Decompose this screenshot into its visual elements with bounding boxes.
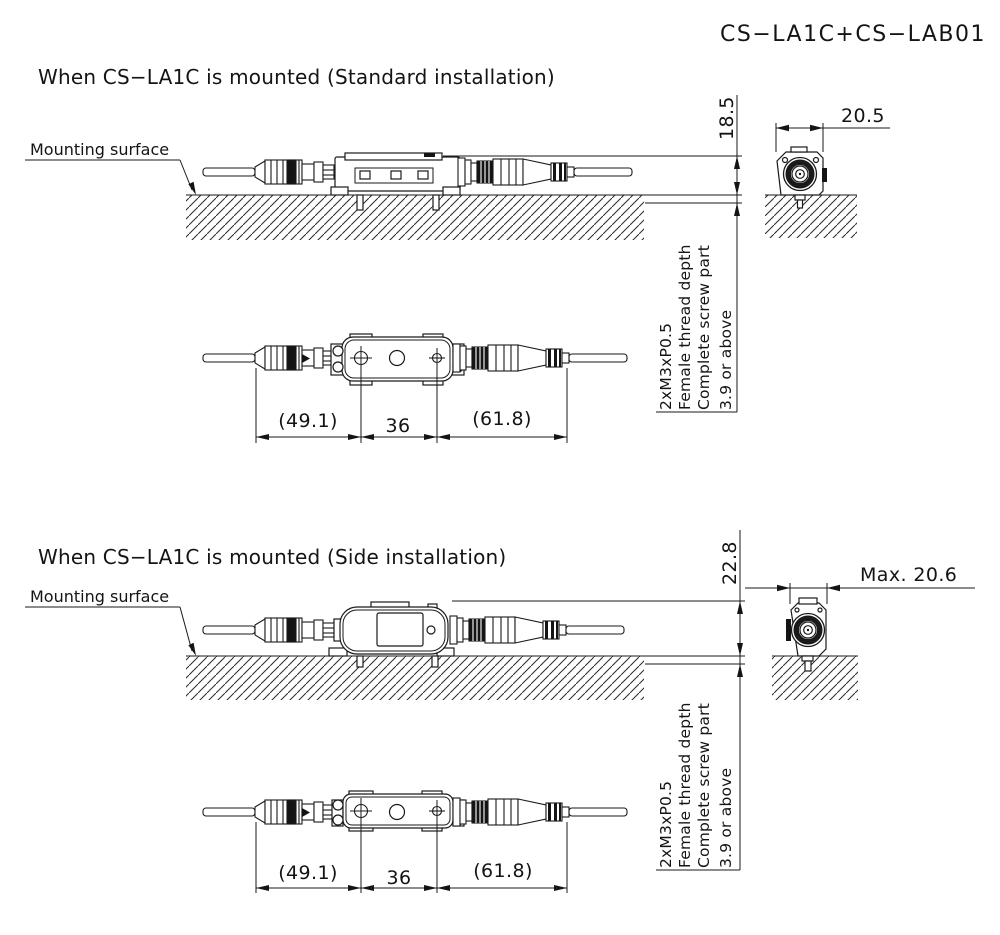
thread-note-line-1: 2xM3xP0.5 <box>657 323 675 410</box>
thread-note: 2xM3xP0.5 Female thread depth Complete s… <box>656 244 737 413</box>
amplifier-body-side <box>330 152 461 211</box>
dim-lengths-side-install: (49.1) 36 (61.8) <box>255 798 568 893</box>
dim-width-standard: 20.5 <box>775 105 890 152</box>
connector-face <box>784 158 817 191</box>
thread-note-line-4: 3.9 or above <box>717 310 735 410</box>
section-standard-installation: When CS−LA1C is mounted (Standard instal… <box>25 65 890 443</box>
amplifier-body-top <box>330 333 465 386</box>
height-dim-value: 18.5 <box>716 96 738 140</box>
height-dim-value: 22.8 <box>719 541 741 585</box>
mounting-surface-label: Mounting surface <box>30 140 169 159</box>
top-view-standard: (49.1) 36 (61.8) <box>202 333 628 443</box>
thread-note-line-3: Complete screw part <box>695 245 713 410</box>
model-code: CS−LA1C+CS−LAB01 <box>720 22 986 47</box>
dim-lengths-standard: (49.1) 36 (61.8) <box>255 346 568 443</box>
mounting-surface-hatch <box>186 194 742 240</box>
section-title: When CS−LA1C is mounted (Standard instal… <box>38 65 555 89</box>
thread-note: 2xM3xP0.5 Female thread depth Complete s… <box>656 702 740 871</box>
thread-note-line-4: 3.9 or above <box>717 768 735 868</box>
length-dim-right: (61.8) <box>472 408 532 430</box>
left-connector <box>202 159 335 185</box>
side-view-standard <box>202 152 742 211</box>
amplifier-body-bottom <box>331 790 465 832</box>
section-side-installation: When CS−LA1C is mounted (Side installati… <box>25 530 975 893</box>
mounting-surface-callout: Mounting surface <box>25 140 196 195</box>
amplifier-body-side <box>328 601 455 668</box>
side-view-side-install <box>202 600 745 668</box>
thread-note-line-1: 2xM3xP0.5 <box>657 781 675 868</box>
width-dim-value: Max. 20.6 <box>860 564 957 586</box>
right-connector <box>452 797 628 827</box>
right-connector <box>449 615 625 645</box>
right-connector <box>457 157 633 187</box>
end-view-side-install: Max. 20.6 <box>745 564 975 700</box>
thread-note-line-2: Female thread depth <box>676 244 694 410</box>
dim-height-standard: 18.5 2xM3xP0.5 Female thread depth Compl… <box>656 95 740 413</box>
length-dim-middle: 36 <box>386 415 411 437</box>
section-title: When CS−LA1C is mounted (Side installati… <box>38 545 506 569</box>
left-connector <box>202 345 335 371</box>
width-dim-value: 20.5 <box>841 105 885 127</box>
mounting-surface-label: Mounting surface <box>30 587 169 606</box>
right-connector <box>452 343 628 373</box>
thread-note-line-3: Complete screw part <box>695 703 713 868</box>
connector-face <box>792 614 825 647</box>
length-dim-middle: 36 <box>387 867 412 889</box>
thread-note-line-2: Female thread depth <box>676 702 694 868</box>
end-view-standard: 20.5 <box>765 105 890 238</box>
left-connector <box>202 617 335 643</box>
left-connector <box>202 799 335 825</box>
mounting-surface-callout: Mounting surface <box>25 587 196 656</box>
mounting-surface-hatch <box>186 655 745 700</box>
dim-width-side-install: Max. 20.6 <box>745 564 975 604</box>
bottom-view-side-install: (49.1) 36 (61.8) <box>202 790 628 893</box>
length-dim-right: (61.8) <box>473 860 533 882</box>
length-dim-left: (49.1) <box>278 862 338 884</box>
dim-height-side-install: 22.8 2xM3xP0.5 Female thread depth Compl… <box>656 530 743 871</box>
length-dim-left: (49.1) <box>278 410 338 432</box>
